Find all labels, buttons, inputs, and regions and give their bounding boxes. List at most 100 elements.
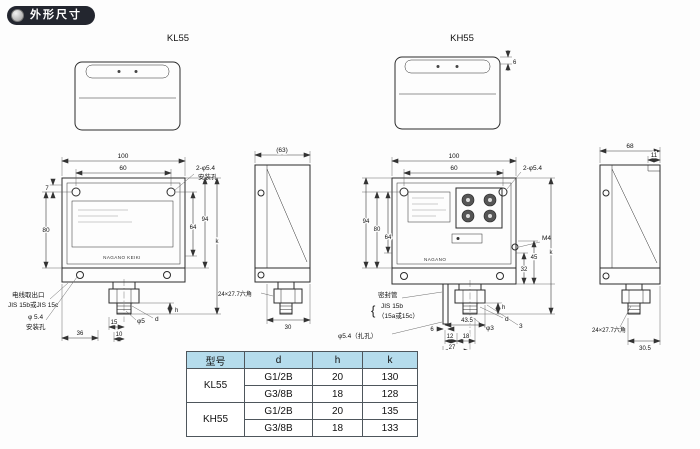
outline-dimension-drawing: KL55 NAGANO KEIKI xyxy=(8,33,661,350)
kh55-dim-6: 6 xyxy=(430,327,434,333)
kh55-dim-11: 11 xyxy=(651,153,658,159)
kh55-dim-60: 60 xyxy=(450,165,458,172)
kh55-dim-k: k xyxy=(550,250,554,256)
kh55-top-outline xyxy=(394,56,501,130)
kh55-bracket-hole xyxy=(602,189,610,197)
table-row: G3/8B 18 133 xyxy=(187,419,418,437)
kh55-top-recess xyxy=(404,59,491,74)
table-row: KL55 G1/2B 20 130 xyxy=(186,368,418,403)
table-row: KH55 G1/2B 20 135 xyxy=(186,402,418,437)
kh55-bracket-hole xyxy=(602,272,610,280)
kl55-label-jis: JIS 15b或JIS 15c xyxy=(8,300,59,309)
kh55-dimensions: 100 60 2-φ5.4 94 80 64 M4 45 xyxy=(338,152,555,350)
table-header-row: 型号 d h k xyxy=(186,351,418,369)
kh55-label-d: d xyxy=(505,316,509,323)
kh55-thread-stub xyxy=(462,302,478,315)
kl55-label-wire-outlet: 电线取出口 xyxy=(12,290,45,299)
kh55-terminal-block xyxy=(455,187,503,229)
section-header: 外形尺寸 xyxy=(7,6,95,25)
kl55-label-holes2: 安装孔 xyxy=(198,172,218,181)
cell-k: 130 xyxy=(362,368,418,386)
kh55-top-view: 6 xyxy=(394,50,518,130)
kh55-label-brace: { xyxy=(371,303,376,318)
kh55-dim-94: 94 xyxy=(363,219,370,225)
kl55-front-view: NAGANO KEIKI xyxy=(61,177,186,322)
kl55-label-phi5: φ5 xyxy=(137,318,145,325)
cell-d: G3/8B xyxy=(244,385,313,403)
col-header-model: 型号 xyxy=(186,351,245,369)
kh55-seal-pipe xyxy=(442,283,449,325)
kh55-m4-screw xyxy=(511,243,519,251)
kh55-side-hex xyxy=(621,289,651,304)
cell-h: 20 xyxy=(312,368,363,386)
kl55-mounting-hole xyxy=(166,187,176,197)
kh55-dim-h: h xyxy=(502,305,505,311)
kh55-body-outline xyxy=(391,177,517,269)
kl55-top-view xyxy=(74,61,181,131)
kl55-flange-hole xyxy=(163,271,171,279)
kh55-side-outline xyxy=(599,164,661,269)
cell-model-kh55: KH55 xyxy=(186,402,245,437)
kl55-nameplate xyxy=(71,200,174,248)
kl55-dim-10: 10 xyxy=(116,332,123,338)
kh55-top-screw xyxy=(436,65,440,68)
kl55-bracket-hole xyxy=(257,271,265,279)
kh55-brand-text: NAGANO xyxy=(424,257,446,262)
kl55-label-hex: 24×27.7六角 xyxy=(218,290,252,298)
cell-d: G1/2B xyxy=(244,368,313,386)
header-bullet-icon xyxy=(11,9,24,22)
kh55-label-jis: JIS 15b xyxy=(381,303,403,310)
kh55-top-screw xyxy=(455,65,459,68)
cell-k: 133 xyxy=(362,419,418,437)
table-row: G3/8B 18 128 xyxy=(187,385,418,403)
kh55-label-holes: 2-φ5.4 xyxy=(523,165,542,172)
kl55-base-flange xyxy=(61,267,186,283)
cell-k: 135 xyxy=(362,402,418,420)
kh55-dim-32: 32 xyxy=(521,267,528,273)
kl55-bracket-hole xyxy=(257,189,265,197)
kl55-top-screw xyxy=(134,70,138,73)
kl55-label-phi54: φ 5.4 xyxy=(28,314,43,321)
kl55-top-outline xyxy=(74,61,181,131)
kl55-dim-60: 60 xyxy=(119,165,127,172)
kh55-dim-27: 27 xyxy=(449,345,456,350)
kh55-mounting-hole xyxy=(498,187,508,197)
cell-h: 18 xyxy=(312,419,363,437)
kh55-label-seal-pipe: 密封管 xyxy=(378,290,398,299)
kh55-dim-100: 100 xyxy=(449,153,460,160)
kh55-label-wire-hole: φ5.4（扎孔） xyxy=(338,331,377,340)
cell-h: 18 xyxy=(312,385,363,403)
kh55-dim-45: 45 xyxy=(531,255,538,261)
cell-h: 20 xyxy=(312,402,363,420)
kl55-dim-30: 30 xyxy=(285,325,292,331)
kh55-dim-43-5: 43.5 xyxy=(461,318,473,324)
kl55-side-hex xyxy=(273,288,303,304)
kl55-dimensions: 100 60 2-φ5.4 安装孔 7 80 64 xyxy=(8,152,221,342)
kl55-dim-36: 36 xyxy=(77,331,84,337)
kl55-dim-80: 80 xyxy=(42,227,50,234)
section-title: 外形尺寸 xyxy=(30,9,82,21)
kl55-dim-k: k xyxy=(216,239,220,245)
col-header-d: d xyxy=(244,351,313,369)
kh55-front-view: NAGANO xyxy=(391,177,519,350)
kl55-label-d: d xyxy=(155,316,159,323)
kl55-side-outline xyxy=(254,164,311,269)
kh55-base-flange xyxy=(391,267,517,285)
kl55-flange-hole xyxy=(76,271,84,279)
kh55-indicator xyxy=(451,233,483,244)
kh55-dim-64: 64 xyxy=(385,235,392,241)
kl55-mounting-hole xyxy=(71,187,81,197)
cell-d: G1/2B xyxy=(244,402,313,420)
kh55-dim-12: 12 xyxy=(447,334,454,340)
kl55-dim-64: 64 xyxy=(190,225,197,231)
kh55-label-jis-alt: （15a或15c） xyxy=(378,311,419,320)
kl55-brand-text: NAGANO KEIKI xyxy=(103,255,141,260)
col-header-h: h xyxy=(312,351,363,369)
kh55-label-phi3: φ3 xyxy=(486,325,494,332)
kh55-dim-30-5: 30.5 xyxy=(639,346,651,350)
kl55-dim-h: h xyxy=(175,308,178,314)
kl55-dim-63: (63) xyxy=(276,147,288,154)
kh55-dim-3: 3 xyxy=(519,323,523,330)
kl55-label-holes: 2-φ5.4 xyxy=(196,165,215,172)
